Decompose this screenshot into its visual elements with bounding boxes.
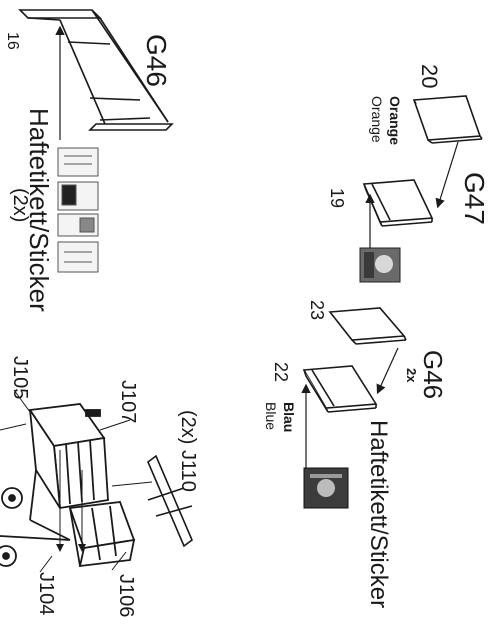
sticker-sheet-icon [359,247,401,283]
long-board-icon [18,9,174,131]
part-label-j105: J105 [9,356,31,400]
box-panel-icon [412,95,483,144]
model-label-g46: G46 [141,34,172,87]
box-panel-icon [302,365,378,413]
sticker-label-right: Haftetikett/Sticker [365,420,392,609]
sticker-sheet-icon [303,467,349,509]
count-label-right: 2x [404,368,419,383]
count-label: (2x) [9,188,31,223]
color-label-blau: Blau [281,402,297,433]
part-label-j106: J106 [115,574,137,618]
part-number-20: 20 [417,64,442,89]
part-number-19: 19 [327,188,347,209]
part-number-22: 22 [271,362,291,383]
color-label-orange-de: Orange [387,96,403,146]
box-panel-icon [362,179,434,227]
model-label-g46-right: G46 [418,350,448,400]
sticker-sheet-icon [57,147,99,273]
color-label-orange-en: Orange [369,96,385,143]
cart-assembly-icon [0,403,136,568]
part-number-23: 23 [307,300,327,321]
box-panel-icon [328,307,407,345]
rod-icon [147,454,193,548]
part-label-j104: J104 [35,572,57,616]
part-label-j110: (2x) J110 [177,410,199,492]
part-number-16: 16 [4,32,21,50]
part-label-j107: J107 [117,380,139,424]
color-label-blue: Blue [263,402,279,431]
model-label-g47: G47 [459,172,490,225]
